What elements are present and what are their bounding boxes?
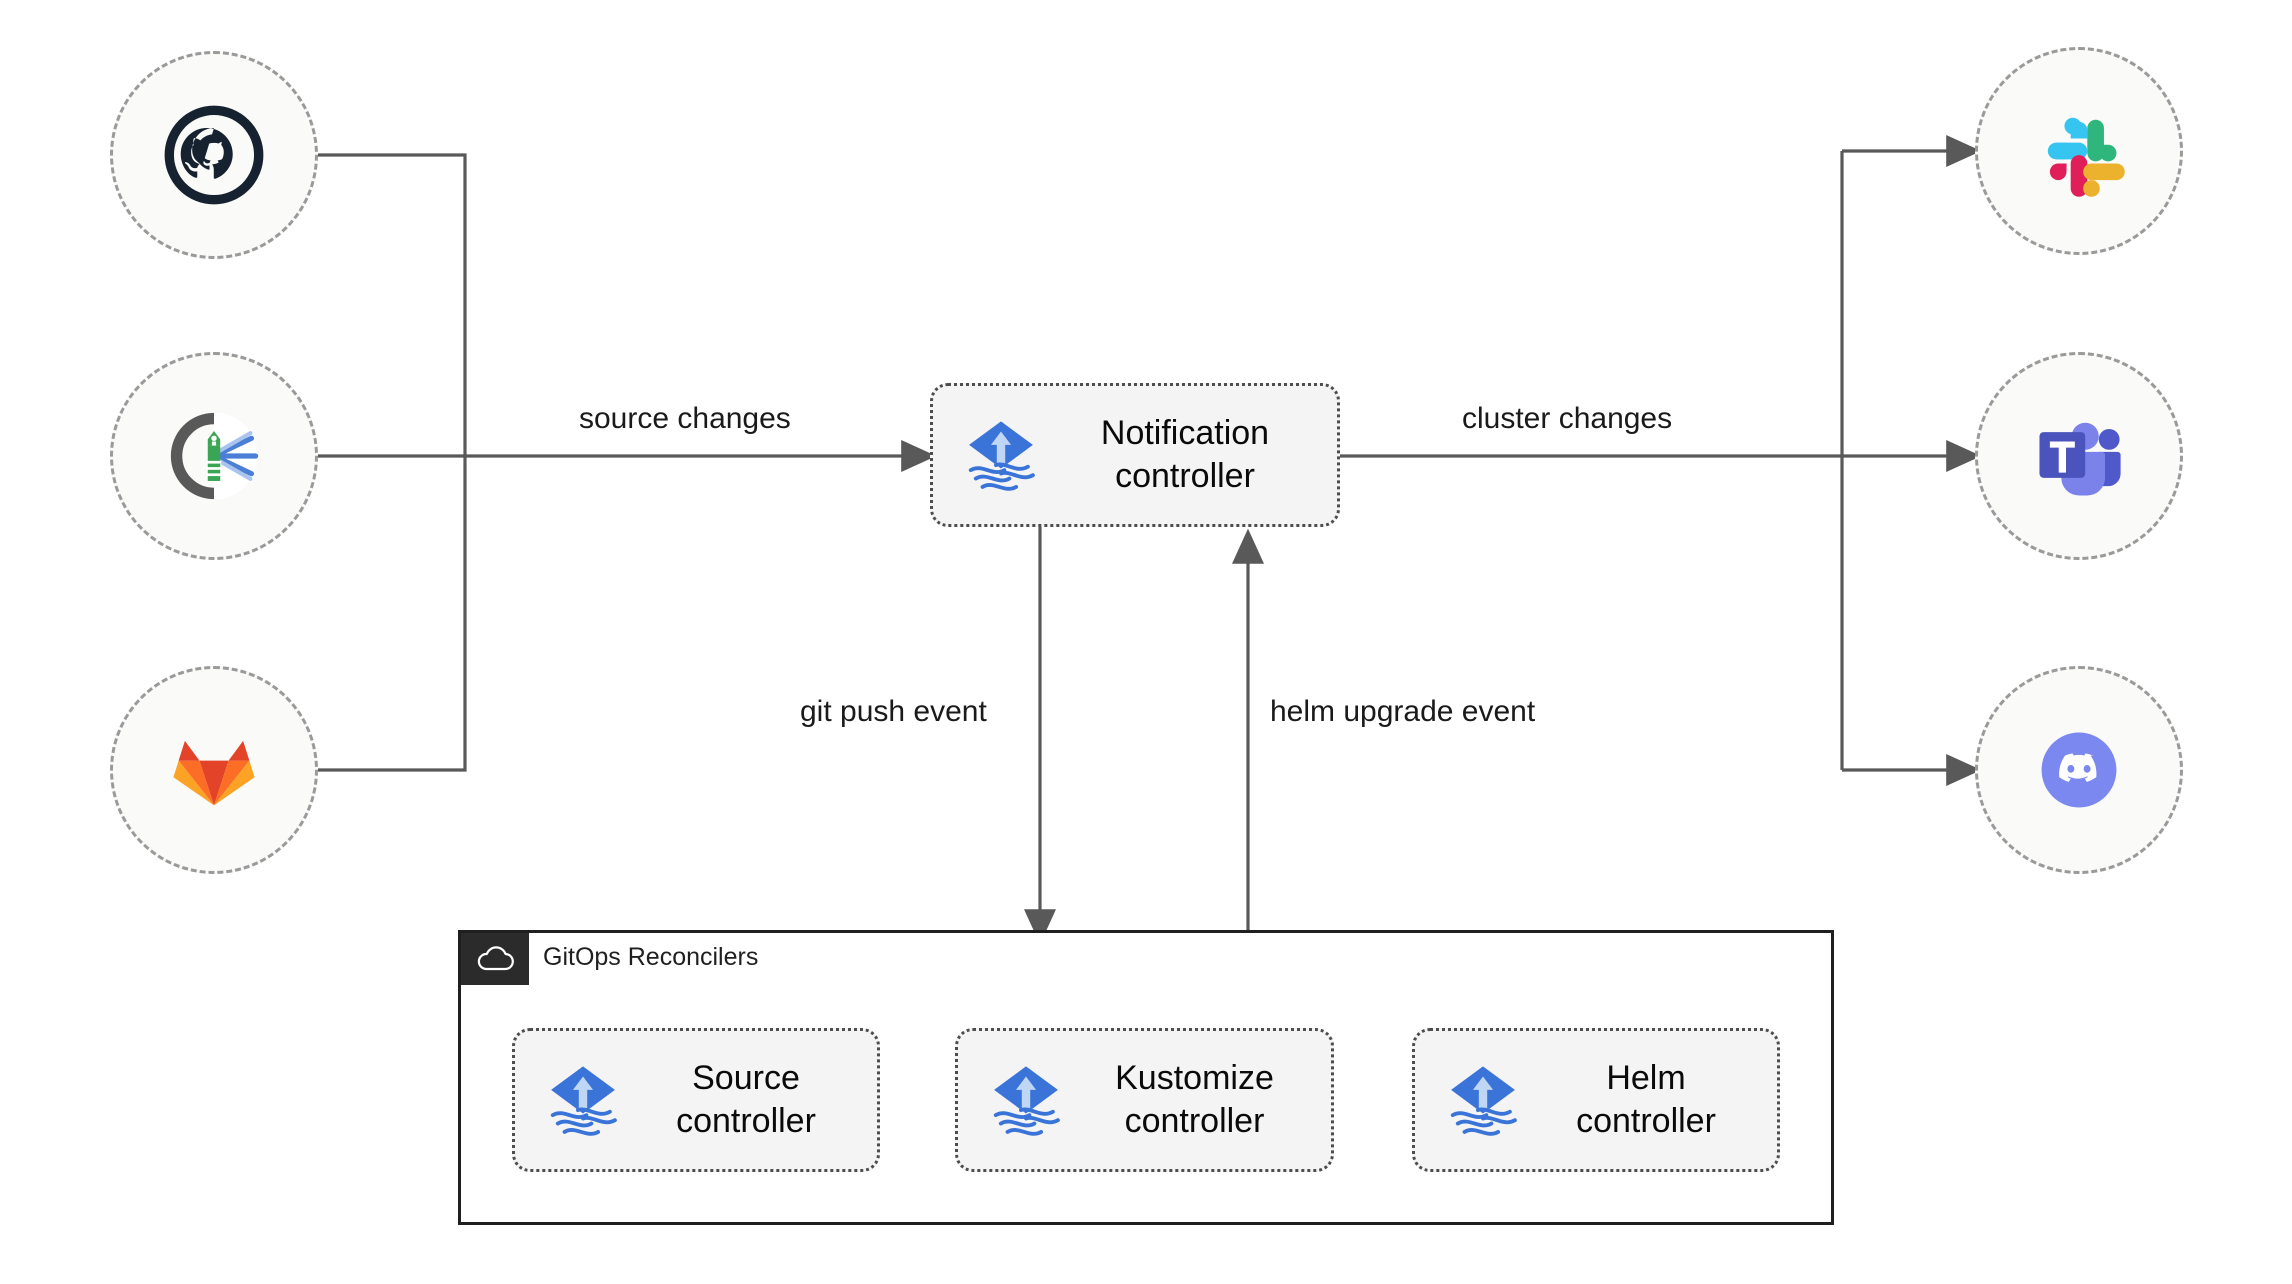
gitlab-icon <box>173 740 255 806</box>
gitops-reconcilers-title: GitOps Reconcilers <box>543 943 759 971</box>
destination-node-slack[interactable] <box>1975 47 2183 255</box>
source-node-github[interactable] <box>110 51 318 259</box>
github-icon <box>164 105 264 205</box>
helm-icon <box>170 412 259 500</box>
edge-label-git-push-event: git push event <box>800 695 987 728</box>
edge-label-helm-upgrade-event: helm upgrade event <box>1270 695 1536 728</box>
discord-icon <box>2041 732 2117 808</box>
microsoft-teams-icon <box>2039 422 2121 496</box>
source-node-helm[interactable] <box>110 352 318 560</box>
destination-node-teams[interactable] <box>1975 352 2183 560</box>
cloud-glyph <box>477 946 514 971</box>
notification-controller-label: Notification controller <box>1100 414 1270 495</box>
flux-icon <box>993 1066 1060 1136</box>
kustomize-controller-box[interactable]: Kustomize controller <box>955 1028 1334 1172</box>
flux-icon <box>1450 1066 1517 1136</box>
flux-icon <box>968 421 1035 491</box>
cloud-icon <box>461 933 529 985</box>
helm-controller-label: Helm controller <box>1576 1059 1716 1140</box>
edge-label-cluster-changes: cluster changes <box>1462 402 1673 435</box>
flux-icon <box>550 1066 617 1136</box>
helm-controller-box[interactable]: Helm controller <box>1412 1028 1780 1172</box>
notification-controller-box[interactable]: Notification controller <box>930 383 1340 527</box>
edge-label-source-changes: source changes <box>579 402 791 435</box>
destination-node-discord[interactable] <box>1975 666 2183 874</box>
source-node-gitlab[interactable] <box>110 666 318 874</box>
slack-icon <box>2047 117 2125 197</box>
source-controller-label: Source controller <box>676 1059 816 1140</box>
wire-github-to-bus <box>318 153 467 456</box>
wire-gitlab-to-bus <box>318 456 467 772</box>
kustomize-controller-label: Kustomize controller <box>1115 1059 1274 1140</box>
source-controller-box[interactable]: Source controller <box>512 1028 880 1172</box>
